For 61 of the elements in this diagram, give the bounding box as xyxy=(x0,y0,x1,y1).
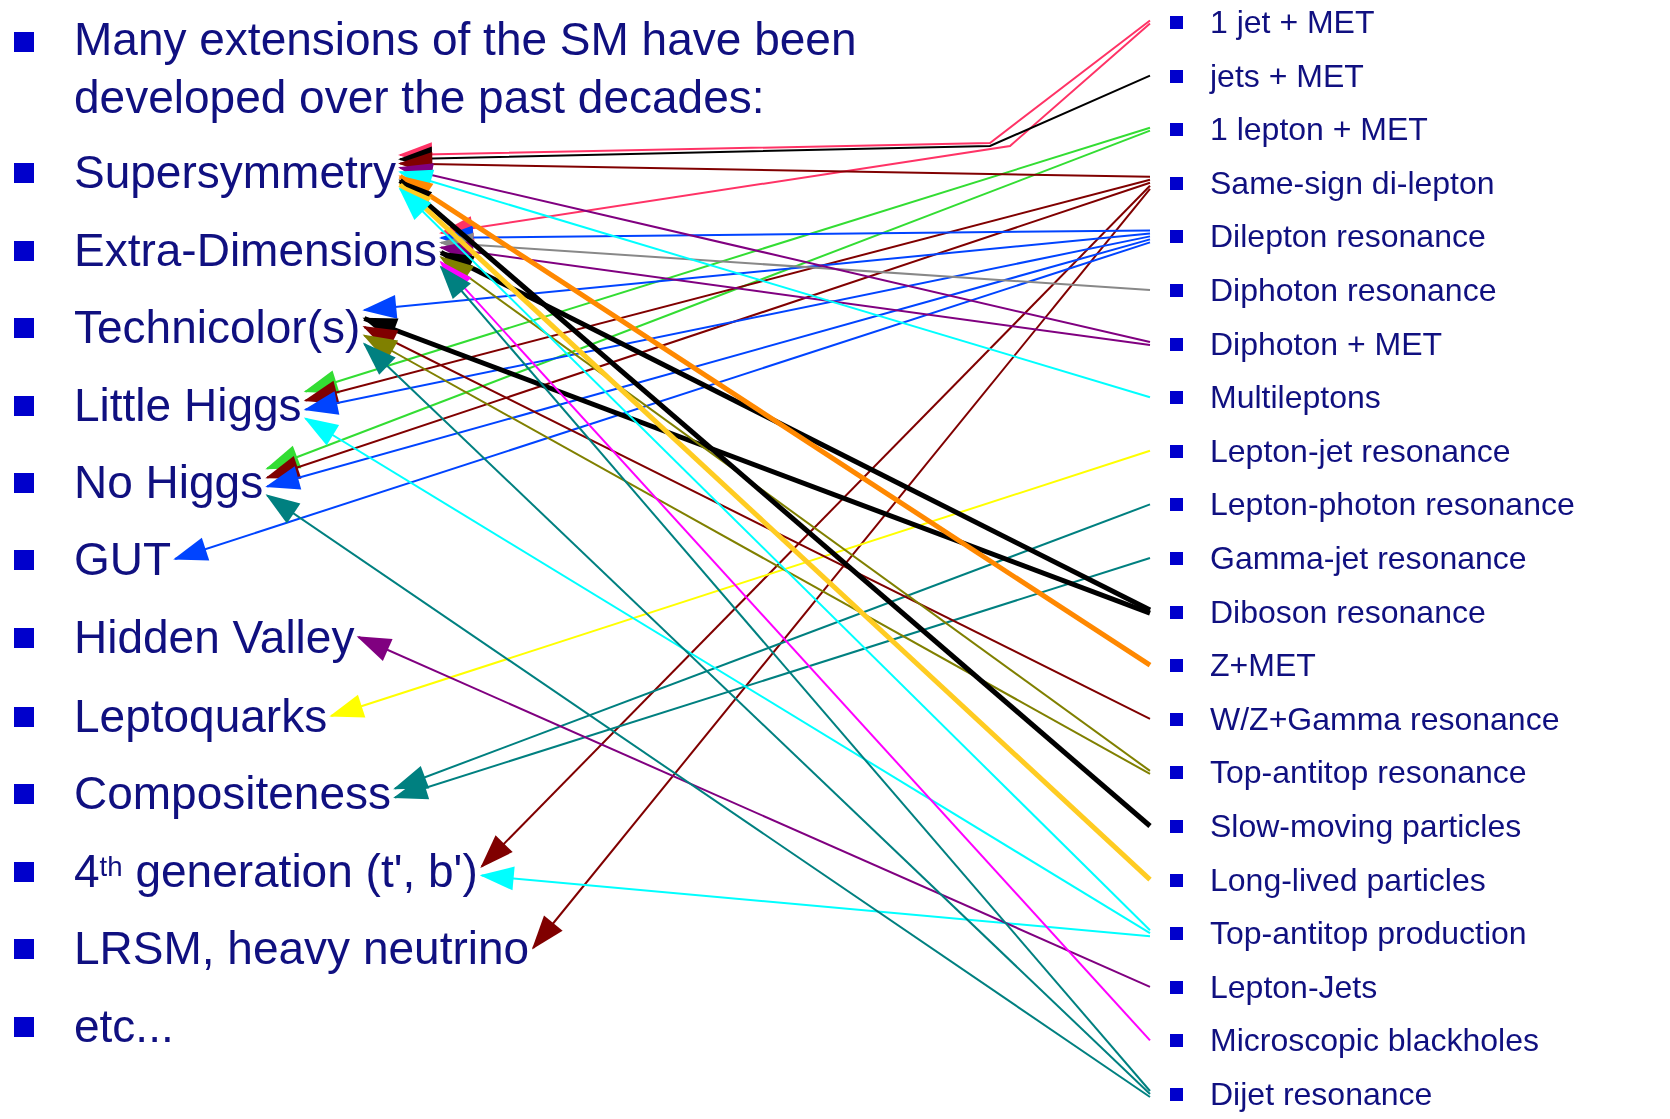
arrow xyxy=(265,494,1151,1098)
arrow xyxy=(398,152,1151,178)
signature-item: Slow-moving particles xyxy=(1170,806,1522,846)
arrow xyxy=(303,235,1151,415)
signature-item: Top-antitop production xyxy=(1170,913,1527,954)
signature-item: Dijet resonance xyxy=(1170,1074,1433,1114)
arrow xyxy=(362,316,1151,616)
signature-item: Top-antitop resonance xyxy=(1170,752,1527,793)
arrow xyxy=(398,163,1151,344)
model-item: GUT xyxy=(14,532,172,586)
signature-item: Lepton-jet resonance xyxy=(1170,430,1511,471)
signature-item: 1 jet + MET xyxy=(1170,2,1375,42)
arrow xyxy=(265,129,1151,470)
arrow xyxy=(362,232,1151,319)
signature-item: Gamma-jet resonance xyxy=(1170,538,1527,578)
arrow xyxy=(356,636,1151,988)
signature-item: W/Z+Gamma resonance xyxy=(1170,698,1560,739)
model-item: 4$^{th}$ generation (t', b') xyxy=(14,844,478,898)
intro-item: Many extensions of the SM have been developed over the past decades: xyxy=(14,10,874,126)
arrow xyxy=(439,22,1151,241)
arrow xyxy=(362,342,1151,1095)
arrow xyxy=(303,417,1151,935)
arrow xyxy=(398,174,1152,668)
arrow xyxy=(439,232,1151,291)
arrow xyxy=(439,250,1152,613)
signature-item: Lepton-photon resonance xyxy=(1170,484,1575,525)
signature-item: 1 lepton + MET xyxy=(1170,109,1428,150)
signature-item: Long-lived particles xyxy=(1170,859,1486,900)
arrow xyxy=(439,256,1151,772)
arrow xyxy=(303,126,1151,394)
model-item: Hidden Valley xyxy=(14,610,355,664)
signature-item: jets + MET xyxy=(1170,55,1364,96)
signature-item: Dilepton resonance xyxy=(1170,216,1486,257)
signature-item: Microscopic blackholes xyxy=(1170,1020,1539,1061)
signature-item: Diphoton + MET xyxy=(1170,323,1443,364)
signature-item: Z+MET xyxy=(1170,645,1316,686)
arrow xyxy=(329,449,1151,718)
signature-item: Lepton-Jets xyxy=(1170,966,1378,1007)
model-item: LRSM, heavy neutrino xyxy=(14,921,530,975)
model-item: etc... xyxy=(14,999,174,1053)
arrow xyxy=(439,240,1151,347)
model-item: No Higgs xyxy=(14,455,264,509)
arrow xyxy=(173,241,1151,561)
signature-item: Diboson resonance xyxy=(1170,591,1486,632)
arrow xyxy=(265,238,1151,490)
arrow xyxy=(531,187,1151,950)
arrow xyxy=(393,557,1151,800)
model-item: Supersymmetry xyxy=(14,145,397,199)
arrow xyxy=(265,181,1151,479)
arrow xyxy=(393,503,1151,790)
model-item: Little Higgs xyxy=(14,378,302,432)
arrow xyxy=(398,169,1151,399)
signature-item: Diphoton resonance xyxy=(1170,270,1497,310)
model-item: Compositeness xyxy=(14,766,392,820)
signature-item: Same-sign di-lepton xyxy=(1170,162,1495,203)
model-item: Extra-Dimensions xyxy=(14,223,437,277)
arrow xyxy=(303,178,1151,404)
model-item: Technicolor(s) xyxy=(14,300,361,354)
model-item: Leptoquarks xyxy=(14,689,328,743)
arrow xyxy=(479,866,1151,938)
signature-item: Multileptons xyxy=(1170,377,1381,418)
